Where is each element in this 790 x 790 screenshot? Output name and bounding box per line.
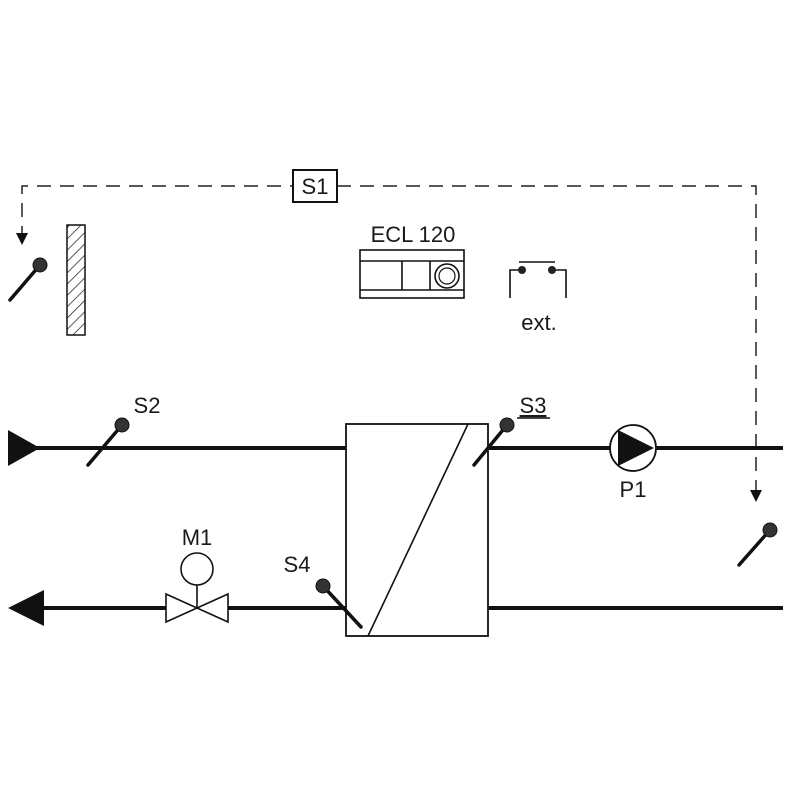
- return-pipe: [8, 590, 783, 626]
- s1-signal-line: [16, 185, 762, 502]
- s4-sensor: [315, 578, 363, 629]
- pump-p1: [609, 424, 657, 472]
- s3-label: S3: [520, 393, 547, 418]
- p1-label: P1: [620, 477, 647, 502]
- supply-pipe: [8, 430, 783, 466]
- outdoor-sensor: [8, 257, 48, 302]
- s3-sensor: [472, 417, 515, 467]
- wall-hatched: [66, 224, 86, 336]
- s1-label: S1: [302, 174, 329, 199]
- external-contact: [509, 261, 567, 298]
- heat-exchanger: [345, 423, 489, 637]
- controller-label: ECL 120: [371, 222, 456, 247]
- valve-m1: [165, 552, 229, 624]
- flow-sensor-right: [737, 522, 778, 567]
- s1-label-box: S1: [292, 169, 338, 203]
- s2-sensor: [86, 417, 130, 467]
- s2-label: S2: [134, 393, 161, 418]
- s4-label: S4: [284, 552, 311, 577]
- ecl-controller: [359, 249, 465, 299]
- m1-label: M1: [182, 525, 213, 550]
- ext-label: ext.: [521, 310, 556, 335]
